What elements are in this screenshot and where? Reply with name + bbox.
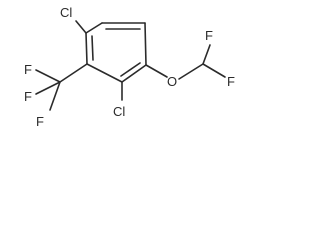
atom-f-chf2-b: F	[227, 74, 235, 89]
atom-f-cf3-c: F	[36, 114, 44, 129]
bond-cf3-f-c	[49, 81, 61, 111]
bond-cf3-f-b	[35, 81, 61, 95]
bond-ether-o	[145, 64, 168, 78]
atom-o-ether: O	[167, 74, 177, 89]
ring-bond-left	[85, 32, 88, 65]
molecule-canvas: Cl Cl F F F O F F	[24, 5, 235, 129]
ring-bond-bottom	[86, 63, 123, 83]
atom-f-cf3-b: F	[24, 89, 32, 104]
benzene-ring	[85, 22, 147, 83]
bond-cf3	[59, 63, 88, 83]
atom-f-cf3-a: F	[24, 62, 32, 77]
ring-double-right	[120, 62, 141, 77]
bond-o-chf2	[178, 63, 204, 80]
bond-cf3-f-a	[35, 69, 61, 83]
atom-f-chf2-a: F	[205, 28, 213, 43]
atom-cl-bottom: Cl	[113, 104, 125, 119]
ring-bond-right-upper	[144, 22, 147, 66]
bond-chf2-f-a	[202, 44, 211, 65]
structure-diagram: Cl Cl F F F O F F	[0, 0, 256, 138]
bond-cl-top	[75, 20, 87, 34]
atom-cl-top: Cl	[60, 5, 72, 20]
ring-bond-right-lower	[121, 64, 147, 83]
ring-bond-left-upper	[85, 22, 103, 34]
bond-chf2-f-b	[202, 63, 226, 78]
ring-double-left	[91, 35, 94, 61]
